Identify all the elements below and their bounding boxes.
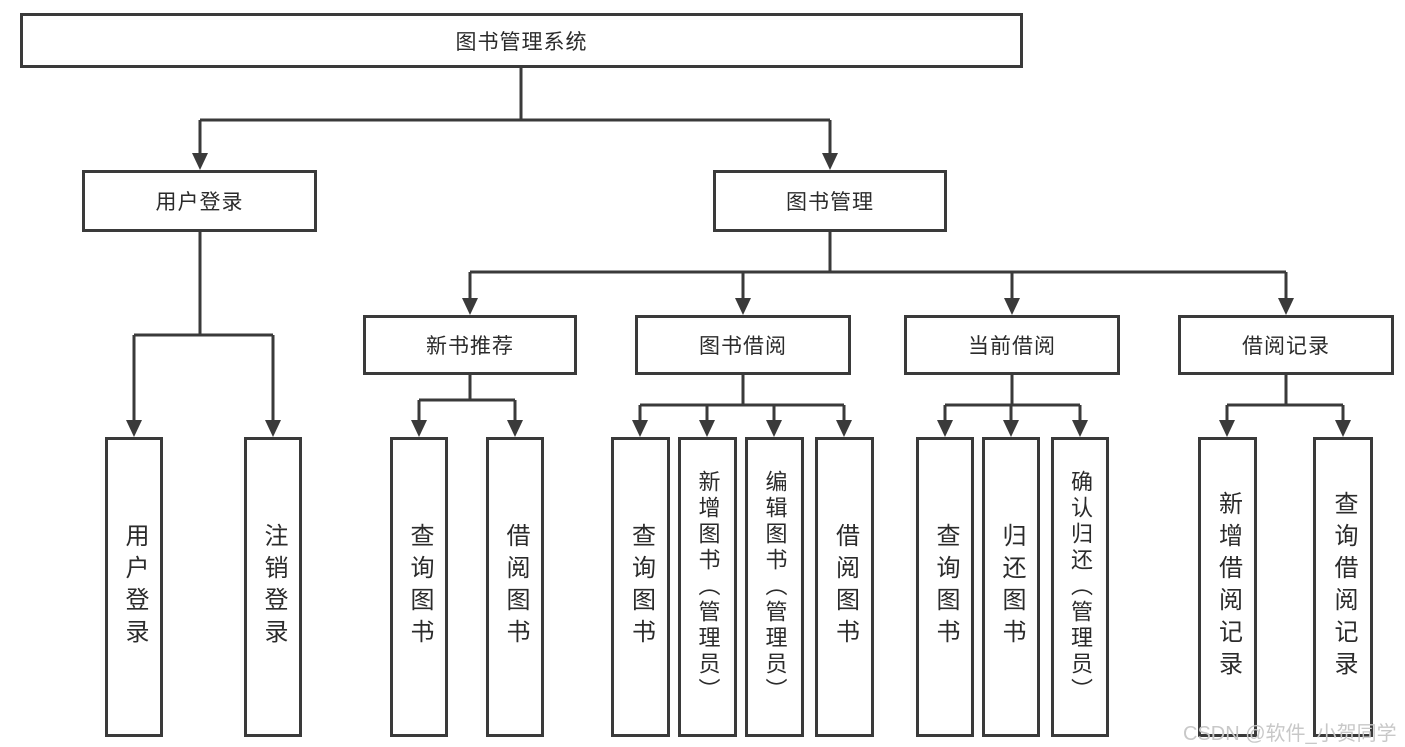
leaf-borrow-books-recommend-label: 借阅图书	[502, 523, 529, 651]
connector-book-borrow-to-leaves	[632, 375, 852, 437]
leaf-edit-books-admin: 编辑图书（管理员）	[745, 437, 804, 737]
leaf-confirm-return-admin: 确认归还（管理员）	[1051, 437, 1109, 737]
connector-current-borrow-to-leaves	[937, 375, 1088, 437]
leaf-query-books-recommend: 查询图书	[390, 437, 448, 737]
node-book-borrow: 图书借阅	[635, 315, 851, 375]
leaf-add-books-admin-label: 新增图书（管理员）	[695, 470, 721, 704]
leaf-borrow-books: 借阅图书	[815, 437, 874, 737]
leaf-edit-books-admin-label: 编辑图书（管理员）	[762, 470, 788, 704]
leaf-confirm-return-admin-label: 确认归还（管理员）	[1068, 470, 1093, 704]
leaf-query-borrow-record-label: 查询借阅记录	[1330, 491, 1357, 683]
node-borrow-records-label: 借阅记录	[1242, 335, 1330, 358]
node-current-borrow: 当前借阅	[904, 315, 1120, 375]
leaf-return-books-label: 归还图书	[998, 523, 1025, 651]
leaf-user-login: 用户登录	[105, 437, 163, 737]
leaf-return-books: 归还图书	[982, 437, 1040, 737]
leaf-user-login-label: 用户登录	[121, 523, 148, 651]
leaf-add-borrow-record: 新增借阅记录	[1198, 437, 1257, 737]
connector-book-management-to-level3	[462, 232, 1294, 315]
node-new-book-recommend: 新书推荐	[363, 315, 577, 375]
leaf-query-books-recommend-label: 查询图书	[406, 523, 433, 651]
node-book-management-label: 图书管理	[786, 191, 874, 214]
leaf-logout: 注销登录	[244, 437, 302, 737]
node-book-borrow-label: 图书借阅	[699, 335, 787, 358]
node-current-borrow-label: 当前借阅	[968, 335, 1056, 358]
node-book-management: 图书管理	[713, 170, 947, 232]
leaf-logout-label: 注销登录	[260, 523, 287, 651]
node-borrow-records: 借阅记录	[1178, 315, 1394, 375]
leaf-query-borrow-record: 查询借阅记录	[1313, 437, 1373, 737]
node-user-login-label: 用户登录	[155, 191, 244, 214]
leaf-query-books-current: 查询图书	[916, 437, 974, 737]
connector-root-to-level2	[192, 68, 838, 170]
leaf-add-books-admin: 新增图书（管理员）	[678, 437, 737, 737]
connector-user-login-to-leaves	[126, 232, 281, 437]
leaf-query-books-current-label: 查询图书	[932, 523, 959, 651]
node-user-login: 用户登录	[82, 170, 317, 232]
leaf-query-books-borrow-label: 查询图书	[627, 523, 655, 651]
leaf-add-borrow-record-label: 新增借阅记录	[1214, 491, 1242, 683]
connector-borrow-records-to-leaves	[1219, 375, 1351, 437]
connector-new-book-to-leaves	[411, 375, 523, 437]
node-root: 图书管理系统	[20, 13, 1023, 68]
leaf-borrow-books-label: 借阅图书	[831, 523, 859, 651]
leaf-query-books-borrow: 查询图书	[611, 437, 670, 737]
node-root-label: 图书管理系统	[455, 30, 588, 54]
node-new-book-recommend-label: 新书推荐	[426, 335, 514, 358]
leaf-borrow-books-recommend: 借阅图书	[486, 437, 544, 737]
csdn-watermark: CSDN @软件_小贺同学	[1183, 723, 1397, 745]
